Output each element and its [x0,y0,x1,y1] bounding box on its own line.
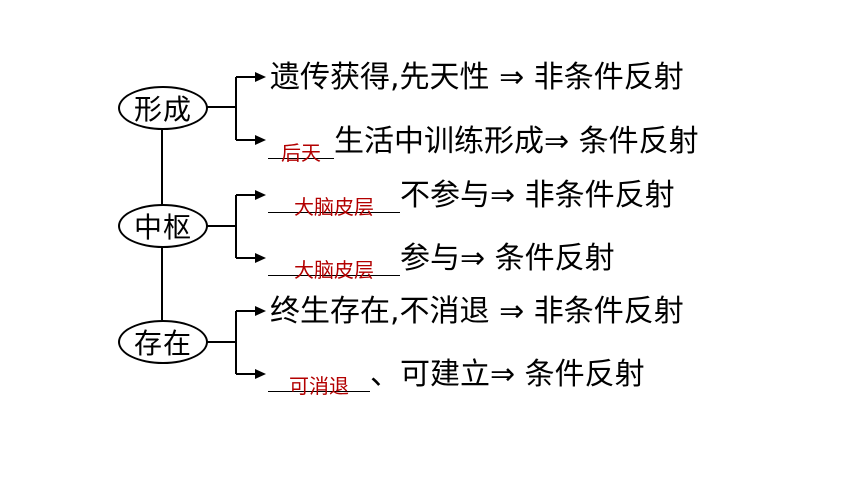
answer-text: 大脑皮层 [294,258,374,282]
node-existence: 存在 [118,320,208,364]
branch-existence-fading: 可消退、可建立⇒ 条件反射 [268,357,645,398]
branch-formation-innate: 遗传获得,先天性 ⇒ 非条件反射 [270,61,684,95]
answer-text: 后天 [281,141,321,165]
node-formation: 形成 [118,86,208,130]
branch-existence-permanent: 终生存在,不消退 ⇒ 非条件反射 [270,295,684,329]
node-center: 中枢 [118,204,208,248]
branch-center-no-cortex: 大脑皮层 不参与⇒ 非条件反射 [268,178,675,219]
answer-blank: 大脑皮层 [268,245,400,282]
branch-text: 终生存在,不消退 ⇒ 非条件反射 [270,294,684,329]
branch-text: 生活中训练形成⇒ 条件反射 [334,124,699,159]
answer-blank: 大脑皮层 [268,182,400,219]
branch-formation-learned: 后天生活中训练形成⇒ 条件反射 [268,124,699,165]
branch-center-cortex: 大脑皮层 参与⇒ 条件反射 [268,241,615,282]
branch-text: 参与⇒ 条件反射 [400,241,615,276]
branch-text: 、可建立⇒ 条件反射 [370,357,645,392]
answer-text: 大脑皮层 [294,195,374,219]
branch-text: 遗传获得,先天性 ⇒ 非条件反射 [270,60,684,95]
branch-text: 不参与⇒ 非条件反射 [400,178,675,213]
answer-text: 可消退 [289,374,349,398]
answer-blank: 后天 [268,128,334,165]
answer-blank: 可消退 [268,361,370,398]
